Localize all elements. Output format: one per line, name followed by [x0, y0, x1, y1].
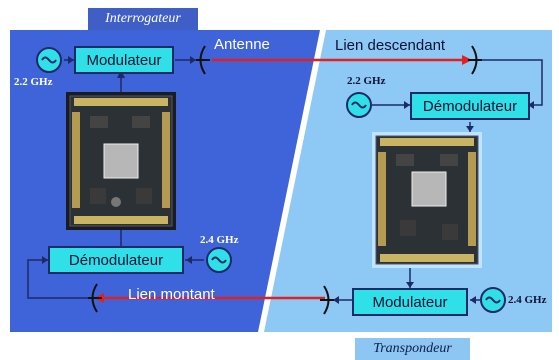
- board-to-modulator-arrow: [117, 70, 125, 78]
- downlink-label: Lien descendant: [335, 37, 446, 54]
- transponder-rx-freq: 2.2 GHz: [347, 75, 386, 87]
- demod-to-board-arrow: [466, 126, 474, 132]
- interrogator-tx-freq: 2.2 GHz: [14, 76, 53, 88]
- interrogator-wiring: [27, 59, 204, 299]
- osc-to-modulator-arrow: [68, 56, 74, 64]
- osc-to-modulator-arrow-right: [470, 296, 476, 304]
- antenna-icon: [196, 45, 210, 75]
- transponder-title: Transpondeur: [355, 338, 470, 360]
- antenna-icon: [468, 45, 482, 75]
- osc-to-demod-arrow: [404, 101, 410, 109]
- oscillator-icon: [480, 287, 506, 313]
- modulator-to-antenna-arrow: [190, 56, 196, 64]
- antenna-icon: [88, 283, 102, 313]
- downlink-arrowhead: [462, 55, 472, 65]
- osc-to-demodulator-arrow: [186, 256, 192, 264]
- modulator-to-antenna-arrow-right: [333, 296, 339, 304]
- transponder-modulator-block: Modulateur: [352, 288, 468, 316]
- oscillator-icon: [206, 247, 232, 273]
- interrogator-demodulator-block: Démodulateur: [48, 246, 184, 274]
- antenna-label: Antenne: [214, 36, 270, 53]
- interrogator-modulator-block: Modulateur: [74, 46, 174, 74]
- board-to-modulator-arrow-right: [406, 282, 414, 288]
- interrogator-title: Interrogateur: [88, 8, 198, 30]
- fpga-board-image: [66, 92, 176, 230]
- demod-input-arrow: [42, 256, 48, 264]
- oscillator-icon: [36, 47, 62, 73]
- fpga-board-image: [372, 132, 482, 268]
- antenna-to-demod-arrow: [528, 101, 534, 109]
- transponder-demodulator-block: Démodulateur: [410, 92, 530, 120]
- uplink-label: Lien montant: [128, 286, 215, 303]
- transponder-tx-freq: 2.4 GHz: [508, 294, 547, 306]
- oscillator-icon: [346, 92, 372, 118]
- antenna-icon: [320, 285, 334, 315]
- interrogator-rx-freq: 2.4 GHz: [200, 234, 239, 246]
